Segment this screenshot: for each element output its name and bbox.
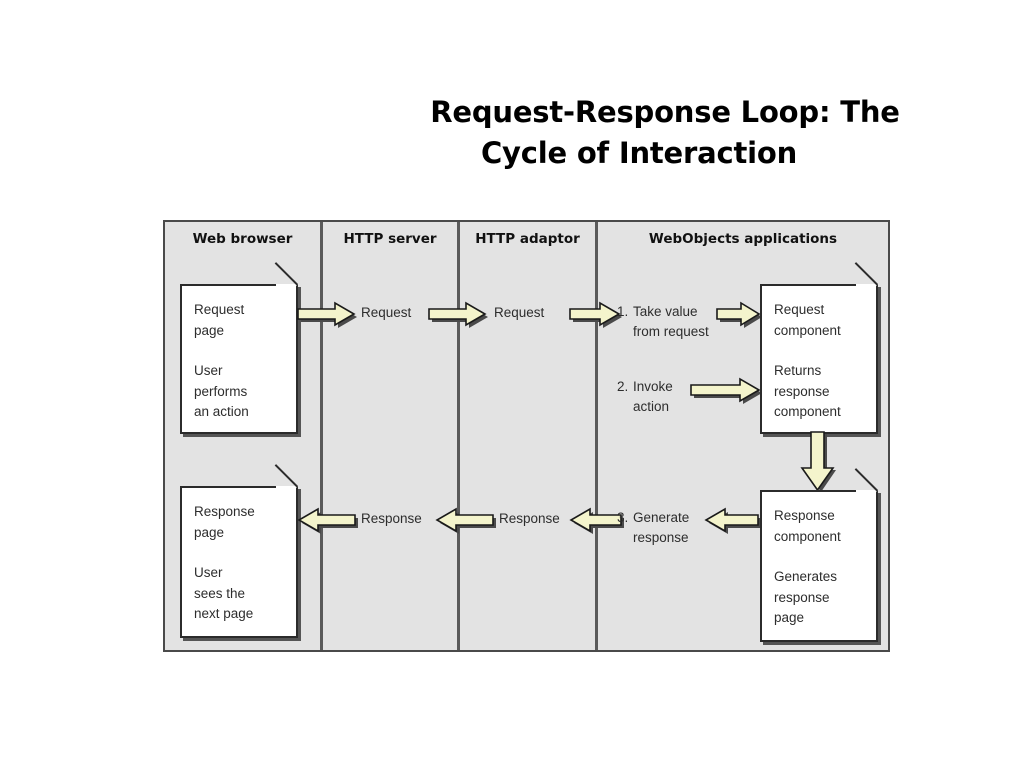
document-request-page-text: Request page User performs an action bbox=[194, 300, 288, 423]
doc-line: an action bbox=[194, 404, 249, 419]
column-divider-1 bbox=[320, 222, 323, 650]
doc-line: sees the bbox=[194, 585, 246, 601]
doc-line: page bbox=[774, 610, 805, 625]
doc-line: User bbox=[194, 363, 223, 378]
doc-line: Response bbox=[194, 504, 255, 519]
page-fold-icon bbox=[856, 490, 878, 512]
page-title-line-1: Request-Response Loop: The bbox=[430, 95, 900, 129]
page-fold-icon bbox=[276, 284, 298, 306]
step-2-invoke-action: 2. Invoke action bbox=[617, 377, 709, 417]
column-header-web-browser: Web browser bbox=[192, 231, 293, 247]
column-header-http-adaptor: HTTP adaptor bbox=[475, 231, 580, 247]
step-1-number: 1. bbox=[617, 304, 629, 319]
document-response-component-text: Response component Generates response pa… bbox=[774, 506, 868, 629]
doc-line: component bbox=[774, 528, 841, 544]
doc-line: Response bbox=[774, 508, 835, 523]
document-response-component: Response component Generates response pa… bbox=[760, 468, 878, 642]
document-response-page-text: Response page User sees the next page bbox=[194, 502, 288, 625]
column-header-http-server: HTTP server bbox=[343, 231, 437, 247]
page-fold-icon bbox=[276, 486, 298, 508]
flow-label-response-adaptor: Response bbox=[499, 511, 560, 526]
doc-line: Request bbox=[194, 302, 245, 317]
step-3-generate-response: 3. Generate response bbox=[617, 508, 713, 548]
page-title-line-2: Cycle of Interaction bbox=[480, 136, 798, 170]
step-3-number: 3. bbox=[617, 510, 629, 525]
document-request-page: Request page User performs an action bbox=[180, 262, 298, 434]
doc-line: page bbox=[194, 322, 225, 338]
flow-label-request-server: Request bbox=[361, 305, 412, 320]
page-fold-edge-icon bbox=[854, 468, 878, 492]
page-fold-edge-icon bbox=[854, 262, 878, 286]
doc-spacer bbox=[774, 547, 868, 567]
column-header-webobjects-applications: WebObjects applications bbox=[648, 231, 838, 247]
arrow-response-server-to-browser bbox=[297, 507, 358, 534]
document-response-page: Response page User sees the next page bbox=[180, 464, 298, 638]
doc-spacer bbox=[194, 341, 288, 361]
flow-label-request-adaptor: Request bbox=[494, 305, 545, 320]
arrow-request-adaptor-to-app bbox=[569, 301, 622, 328]
arrow-step2-to-request-component bbox=[690, 377, 762, 404]
page-fold-edge-icon bbox=[274, 262, 298, 286]
doc-line: User bbox=[194, 565, 223, 580]
doc-line: Returns bbox=[774, 363, 822, 378]
doc-line: Generates bbox=[774, 569, 838, 584]
page-title: Request-Response Loop: The Cycle of Inte… bbox=[300, 92, 1024, 174]
step-1-take-value-from-request: 1. Take value from request bbox=[617, 302, 725, 342]
doc-line: response bbox=[774, 589, 830, 605]
arrow-request-browser-to-server bbox=[297, 301, 357, 328]
arrow-step1-to-request-component bbox=[716, 301, 762, 328]
document-request-component-text: Request component Returns response compo… bbox=[774, 300, 868, 423]
page-fold-edge-icon bbox=[274, 464, 298, 488]
page-fold-icon bbox=[856, 284, 878, 306]
step-2-number: 2. bbox=[617, 379, 629, 394]
step-3-text: Generate response bbox=[633, 510, 690, 545]
request-response-diagram: Web browser HTTP server HTTP adaptor Web… bbox=[163, 220, 890, 652]
doc-line: page bbox=[194, 524, 225, 540]
doc-line: performs bbox=[194, 383, 248, 399]
column-divider-3 bbox=[595, 222, 598, 650]
doc-line: component bbox=[774, 404, 841, 419]
arrow-response-component-to-step3 bbox=[704, 507, 761, 534]
doc-line: next page bbox=[194, 606, 254, 621]
arrow-response-app-to-adaptor bbox=[569, 507, 624, 534]
arrow-response-adaptor-to-server bbox=[435, 507, 496, 534]
doc-line: response bbox=[774, 383, 830, 399]
doc-line: component bbox=[774, 322, 841, 338]
doc-line: Request bbox=[774, 302, 825, 317]
doc-spacer bbox=[194, 543, 288, 563]
step-2-text: Invoke action bbox=[633, 379, 673, 414]
step-1-text: Take value from request bbox=[633, 304, 709, 339]
arrow-request-to-response-component bbox=[800, 431, 836, 492]
document-request-component: Request component Returns response compo… bbox=[760, 262, 878, 434]
doc-spacer bbox=[774, 341, 868, 361]
flow-label-response-server: Response bbox=[361, 511, 422, 526]
column-divider-2 bbox=[457, 222, 460, 650]
arrow-request-server-to-adaptor bbox=[428, 301, 488, 328]
